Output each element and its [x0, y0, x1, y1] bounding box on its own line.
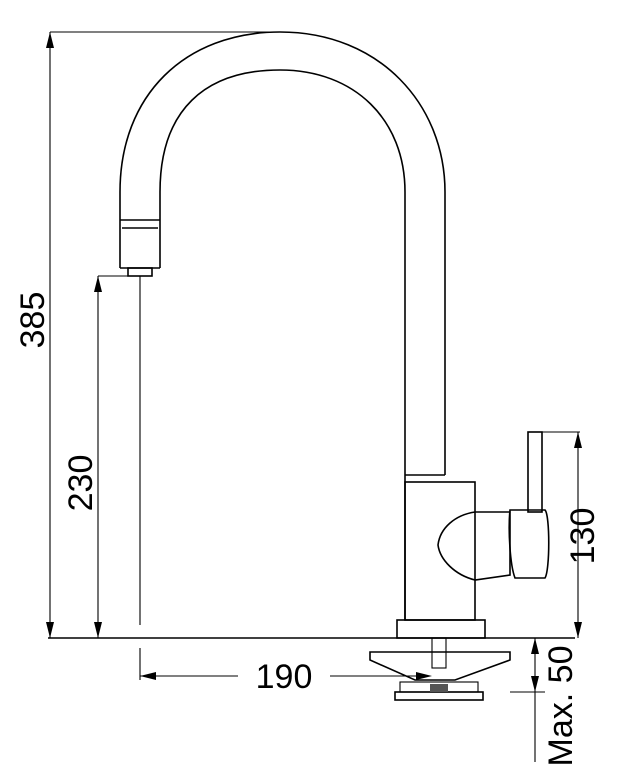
aerator — [127, 267, 153, 277]
dim-label-spout-height: 230 — [62, 455, 100, 512]
mounting-bolt — [431, 637, 447, 669]
mounting-hardware — [369, 637, 511, 701]
lever-boss — [437, 511, 511, 581]
faucet-body — [119, 31, 550, 639]
dim-label-lever-height: 130 — [564, 508, 602, 565]
hatched-insert — [430, 684, 448, 692]
dim-label-total-height: 385 — [14, 292, 52, 349]
dimension-reach: 190 — [139, 648, 432, 696]
lever-handle — [508, 509, 550, 579]
base-flange — [396, 619, 486, 639]
lever-arm — [527, 431, 543, 513]
dimension-total-height: 385 — [14, 31, 280, 638]
dimension-lever-height: 130 — [542, 431, 602, 638]
mounting-washer — [394, 691, 484, 701]
dimension-spout-height: 230 — [62, 275, 141, 638]
spout-outer-arc — [119, 31, 446, 193]
spout-inner-arc — [159, 69, 406, 193]
dim-label-max-thickness: Max. 50 — [542, 646, 580, 767]
dim-label-reach: 190 — [256, 658, 313, 696]
mounting-plate — [369, 651, 511, 681]
dimension-max-thickness: Max. 50 — [510, 638, 580, 766]
